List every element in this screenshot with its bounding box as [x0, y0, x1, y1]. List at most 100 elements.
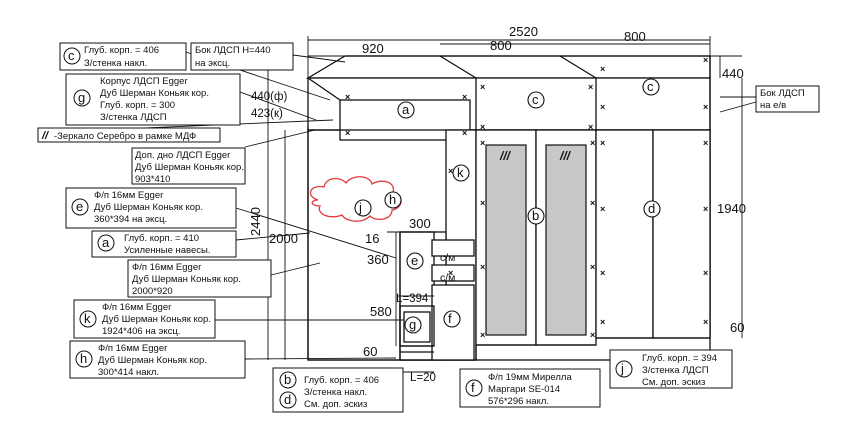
- svg-text:×: ×: [480, 122, 485, 132]
- svg-text:×: ×: [480, 138, 485, 148]
- svg-text:×: ×: [600, 138, 605, 148]
- svg-text:×: ×: [703, 204, 708, 214]
- svg-text:h: h: [389, 192, 396, 207]
- svg-text:См. доп. эскиз: См. доп. эскиз: [642, 377, 705, 388]
- dimension-lines: [119, 36, 757, 373]
- svg-text:×: ×: [600, 317, 605, 327]
- svg-text:×: ×: [345, 92, 350, 102]
- svg-text:Маргари SE-014: Маргари SE-014: [488, 384, 560, 395]
- marker-c1: c: [527, 91, 545, 109]
- svg-text:×: ×: [588, 122, 593, 132]
- legend-a: a Глуб. корп. = 410 Усиленные навесы.: [91, 230, 237, 258]
- svg-text:×: ×: [480, 330, 485, 340]
- legend-fp-2000: Ф/п 16мм Egger Дуб Шерман Коньяк кор. 20…: [127, 259, 272, 298]
- mirror-mark-left: ///: [499, 149, 512, 163]
- dim-plinth-left: 60: [363, 344, 377, 359]
- svg-text:Дуб Шерман Коньяк кор.: Дуб Шерман Коньяк кор.: [135, 162, 244, 173]
- svg-text:a: a: [402, 102, 410, 117]
- svg-text:Ф/п 16мм Egger: Ф/п 16мм Egger: [102, 302, 171, 313]
- svg-text:d: d: [284, 392, 291, 407]
- svg-text:на е/в: на е/в: [760, 100, 786, 111]
- svg-text:×: ×: [600, 102, 605, 112]
- svg-text:×: ×: [600, 204, 605, 214]
- svg-text:Глуб. корп. = 300: Глуб. корп. = 300: [100, 100, 175, 111]
- svg-text:×: ×: [588, 82, 593, 92]
- svg-text:×: ×: [590, 330, 595, 340]
- hinge-marks: ×× ×× ×× ×× ×× ×× ×××× ×××× ×××× ×××× ××: [345, 55, 708, 340]
- svg-text:b: b: [532, 208, 539, 223]
- dim-300: 300: [409, 216, 431, 231]
- svg-text:c: c: [68, 48, 75, 63]
- svg-text:Дуб Шерман Коньяк кор.: Дуб Шерман Коньяк кор.: [102, 314, 211, 325]
- svg-text:×: ×: [590, 262, 595, 272]
- svg-text:×: ×: [703, 102, 708, 112]
- svg-text:×: ×: [703, 268, 708, 278]
- svg-text:×: ×: [590, 138, 595, 148]
- dim-l394: L=394: [396, 293, 429, 305]
- legend-e: e Ф/п 16мм Egger Дуб Шерман Коньяк кор. …: [65, 187, 237, 229]
- svg-text:×: ×: [462, 92, 467, 102]
- svg-text:Дуб Шерман Коньяк кор.: Дуб Шерман Коньяк кор.: [94, 202, 203, 213]
- dim-top-depth-f: 440(ф): [251, 91, 287, 103]
- dim-height-right: 1940: [717, 201, 746, 216]
- svg-text:k: k: [457, 165, 464, 180]
- svg-text:×: ×: [600, 268, 605, 278]
- dim-total-width: 2520: [509, 24, 538, 39]
- svg-text:Глуб. корп. = 406: Глуб. корп. = 406: [84, 45, 159, 56]
- marker-g: g: [404, 316, 422, 334]
- dim-width-left: 920: [362, 41, 384, 56]
- drawer-label-1: с/м: [440, 252, 455, 264]
- svg-text:Ф/п 16мм Egger: Ф/п 16мм Egger: [94, 190, 163, 201]
- svg-text:×: ×: [480, 198, 485, 208]
- dim-360: 360: [367, 252, 389, 267]
- svg-text:c: c: [532, 92, 539, 107]
- dim-l20: L=20: [410, 372, 436, 384]
- svg-text:g: g: [409, 317, 416, 332]
- marker-h: h: [384, 191, 402, 209]
- svg-text:e: e: [76, 199, 83, 214]
- svg-text:×: ×: [345, 128, 350, 138]
- svg-text:×: ×: [448, 268, 453, 278]
- svg-text:×: ×: [448, 166, 453, 176]
- svg-text:Глуб. корп. = 410: Глуб. корп. = 410: [124, 233, 199, 244]
- legend-k: k Ф/п 16мм Egger Дуб Шерман Коньяк кор. …: [73, 299, 216, 339]
- svg-text:З/стенка накл.: З/стенка накл.: [304, 387, 367, 398]
- svg-text:1924*406 на эксц.: 1924*406 на эксц.: [102, 326, 180, 337]
- svg-text:З/стенка накл.: З/стенка накл.: [84, 58, 147, 69]
- svg-text:×: ×: [590, 198, 595, 208]
- legend-b-d: b Глуб. корп. = 406 З/стенка накл. d См.…: [272, 367, 404, 413]
- svg-text:b: b: [284, 372, 291, 387]
- marker-f: f: [443, 310, 461, 328]
- svg-text:Дуб Шерман Коньяк кор.: Дуб Шерман Коньяк кор.: [98, 355, 207, 366]
- dim-height-total: 2440: [248, 207, 263, 236]
- marker-k: k: [452, 164, 470, 182]
- svg-text:f: f: [448, 311, 452, 326]
- legend-h: h Ф/п 16мм Egger Дуб Шерман Коньяк кор. …: [69, 340, 246, 379]
- svg-text:Ф/п 19мм Мирелла: Ф/п 19мм Мирелла: [488, 372, 572, 383]
- legend-bok-top: Бок ЛДСП Н=440 на эксц.: [190, 42, 294, 71]
- svg-text:×: ×: [703, 55, 708, 65]
- svg-text:×: ×: [480, 82, 485, 92]
- svg-text:×: ×: [600, 64, 605, 74]
- marker-j: j: [354, 199, 372, 217]
- svg-text:Бок ЛДСП Н=440: Бок ЛДСП Н=440: [195, 45, 271, 56]
- dim-height-main: 2000: [269, 231, 298, 246]
- svg-text:d: d: [648, 201, 655, 216]
- svg-text:на эксц.: на эксц.: [195, 58, 230, 69]
- svg-text:2000*920: 2000*920: [132, 286, 173, 297]
- svg-text:e: e: [411, 253, 418, 268]
- svg-text://: //: [41, 130, 50, 142]
- svg-text:Доп. дно ЛДСП Egger: Доп. дно ЛДСП Egger: [135, 150, 230, 161]
- legend-g: g Корпус ЛДСП Egger Дуб Шерман Коньяк ко…: [65, 73, 241, 126]
- svg-text:Глуб. корп. = 394: Глуб. корп. = 394: [642, 353, 717, 364]
- marker-b: b: [527, 207, 545, 225]
- svg-text:j: j: [620, 361, 624, 376]
- svg-text:Ф/п 16мм Egger: Ф/п 16мм Egger: [98, 343, 167, 354]
- legend-bok-right: Бок ЛДСП на е/в: [755, 85, 820, 113]
- svg-text:Корпус ЛДСП Egger: Корпус ЛДСП Egger: [100, 76, 188, 87]
- dim-16: 16: [365, 231, 379, 246]
- svg-text:f: f: [471, 380, 475, 395]
- svg-text:См. доп. эскиз: См. доп. эскиз: [304, 399, 367, 410]
- svg-text:903*410: 903*410: [135, 174, 170, 185]
- legend-f: f Ф/п 19мм Мирелла Маргари SE-014 576*29…: [459, 368, 601, 408]
